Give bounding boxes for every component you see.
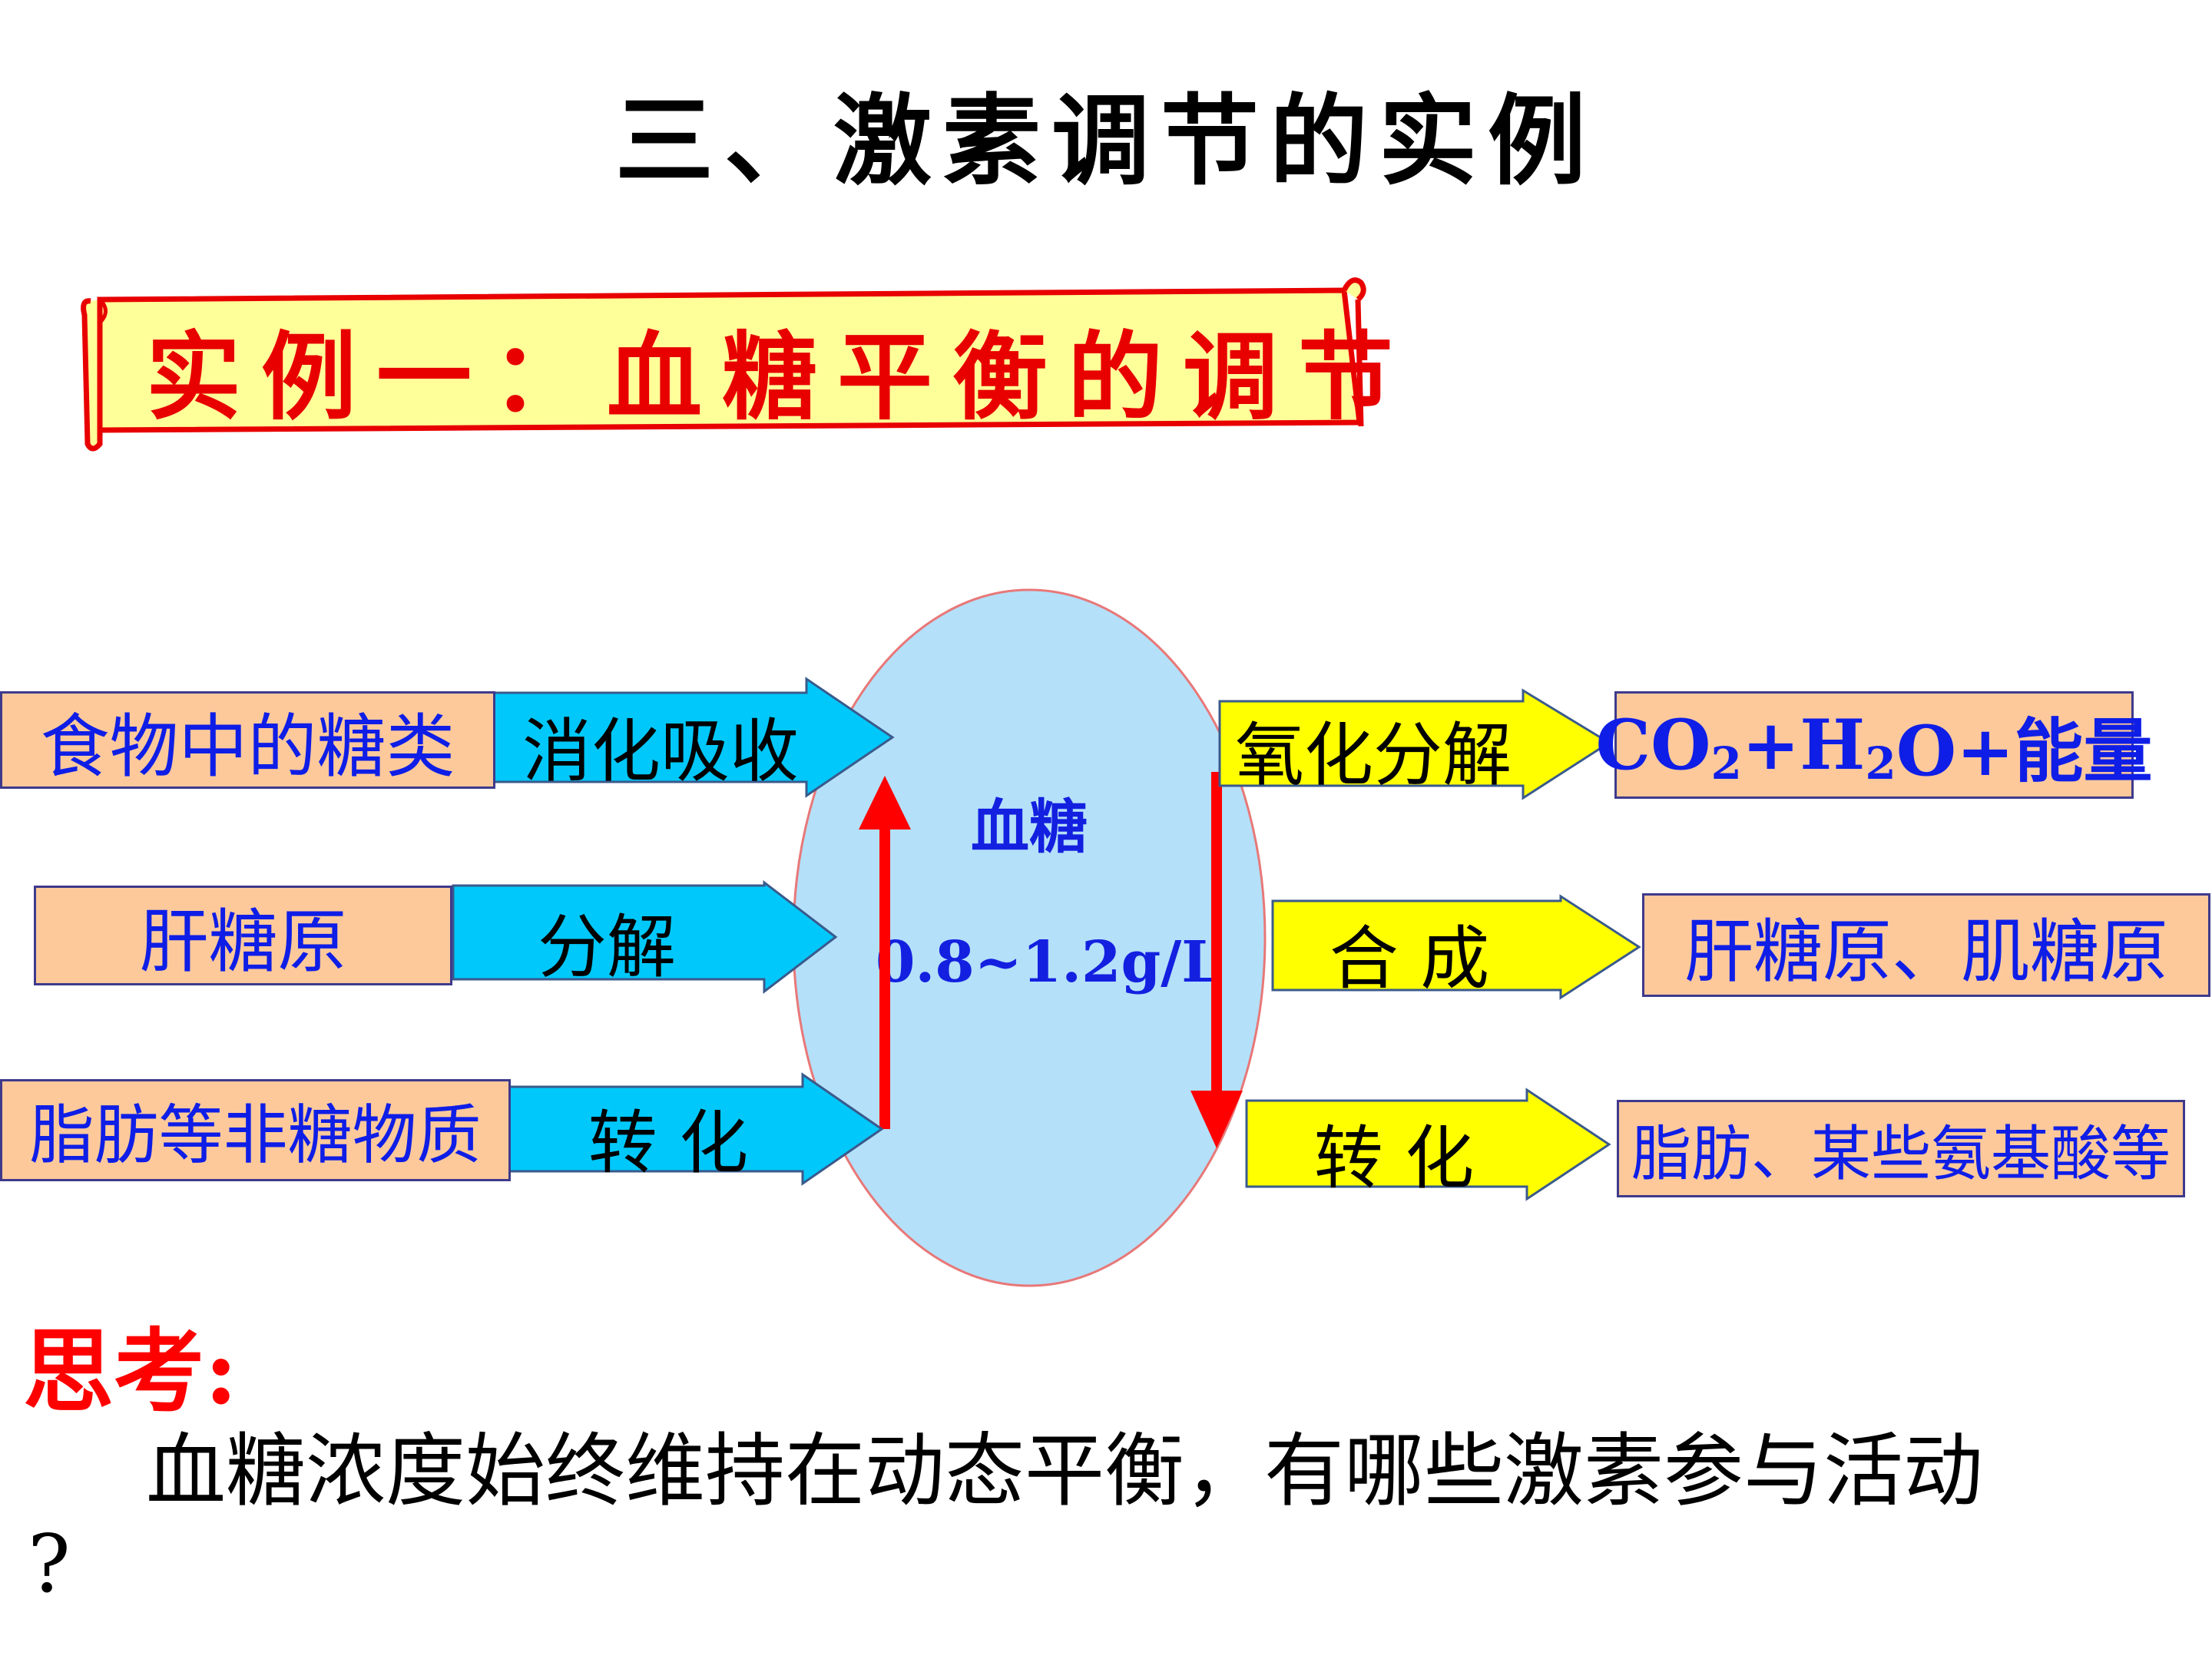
process-label-synthesis: 合 成 (1329, 919, 1490, 999)
source-arrow-2 (452, 879, 838, 995)
scroll-banner (81, 277, 1366, 452)
source-arrow-1 (488, 677, 895, 798)
co-text: CO (1595, 704, 1711, 786)
process-label-conversion-in: 转 化 (588, 1103, 749, 1184)
source-liver-glycogen: 肝糖原 (34, 886, 452, 985)
dest-arrow-3 (1245, 1088, 1611, 1201)
page-title: 三、激素调节的实例 (614, 84, 1597, 199)
example-title: 实例一：血糖平衡的调节 (146, 322, 1414, 433)
process-label-breakdown: 分解 (538, 907, 676, 988)
dest-arrow-1 (1218, 688, 1611, 800)
blood-sugar-label: 血糖 (971, 793, 1088, 861)
subscript-2: 2 (1865, 737, 1896, 790)
dest-fat-amino-acids: 脂肪、某些氨基酸等 (1617, 1100, 2185, 1197)
source-arrow-3 (505, 1072, 884, 1186)
source-food-sugar: 食物中的糖类 (0, 691, 495, 789)
dest-glycogen: 肝糖原、肌糖原 (1642, 893, 2210, 997)
dest-arrow-2 (1271, 894, 1641, 1000)
o-energy-text: O+能量 (1896, 710, 2153, 792)
process-label-digestion: 消化吸收 (522, 711, 799, 792)
blood-sugar-range: 0.8~1.2g/L (876, 929, 1222, 995)
source-non-sugar: 脂肪等非糖物质 (0, 1079, 511, 1181)
think-title: 思考: (23, 1318, 238, 1425)
process-label-conversion-out: 转 化 (1313, 1118, 1475, 1199)
think-question-mark: ? (28, 1517, 71, 1611)
plus-h-text: +H (1741, 704, 1866, 786)
think-question: 血糖浓度始终维持在动态平衡，有哪些激素参与活动 (146, 1424, 1984, 1518)
process-label-oxidation: 氧化分解 (1235, 715, 1512, 796)
up-arrow (859, 776, 911, 1129)
subscript-2: 2 (1710, 737, 1742, 790)
down-arrow (1190, 772, 1243, 1148)
